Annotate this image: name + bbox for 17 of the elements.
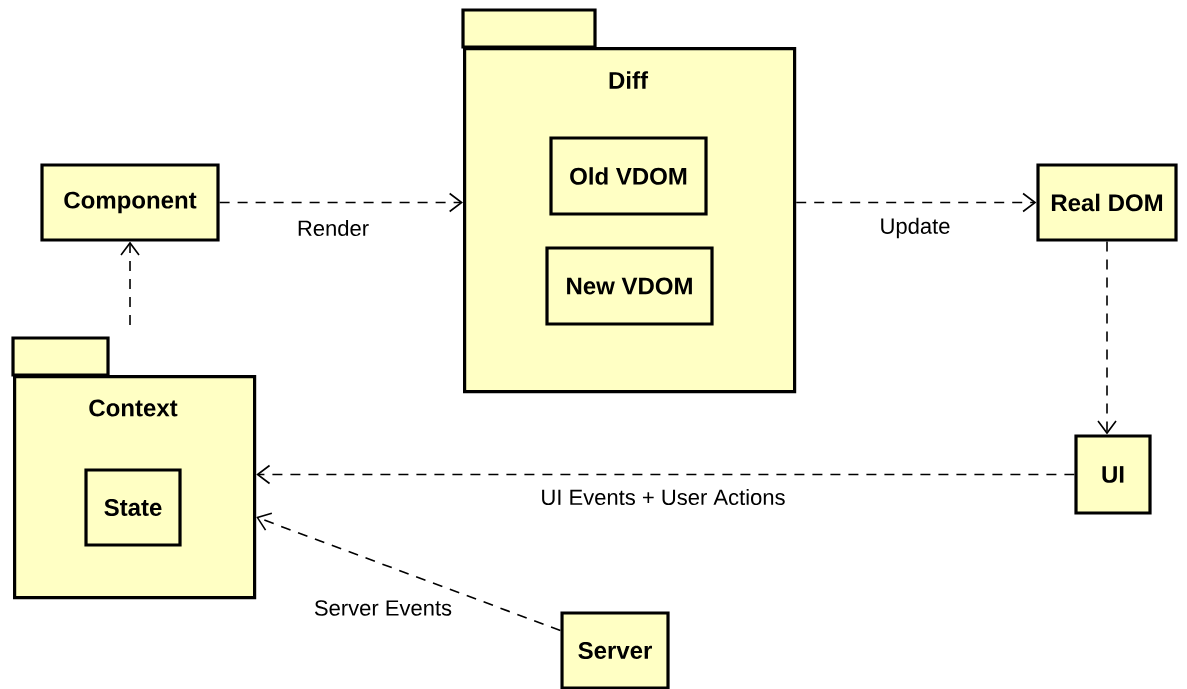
arrow xyxy=(120,241,140,326)
edge-label: Render xyxy=(294,217,372,239)
arrow xyxy=(795,192,1037,213)
arrow xyxy=(256,464,1076,485)
edge-label: Server Events xyxy=(311,598,455,618)
component-box: Real DOM xyxy=(1036,163,1178,242)
component-box: UI xyxy=(1074,434,1152,515)
arrow xyxy=(256,512,562,632)
component-box: Component xyxy=(40,163,220,242)
edge-label: Update xyxy=(877,215,953,241)
component-box: Server xyxy=(560,611,670,689)
arrow xyxy=(218,192,463,213)
component-box: State xyxy=(84,468,182,547)
edge-label: UI Events + User Actions xyxy=(538,486,788,508)
component-box: Old VDOM xyxy=(549,136,708,216)
arrow xyxy=(1097,240,1117,435)
component-box: New VDOM xyxy=(545,246,714,326)
